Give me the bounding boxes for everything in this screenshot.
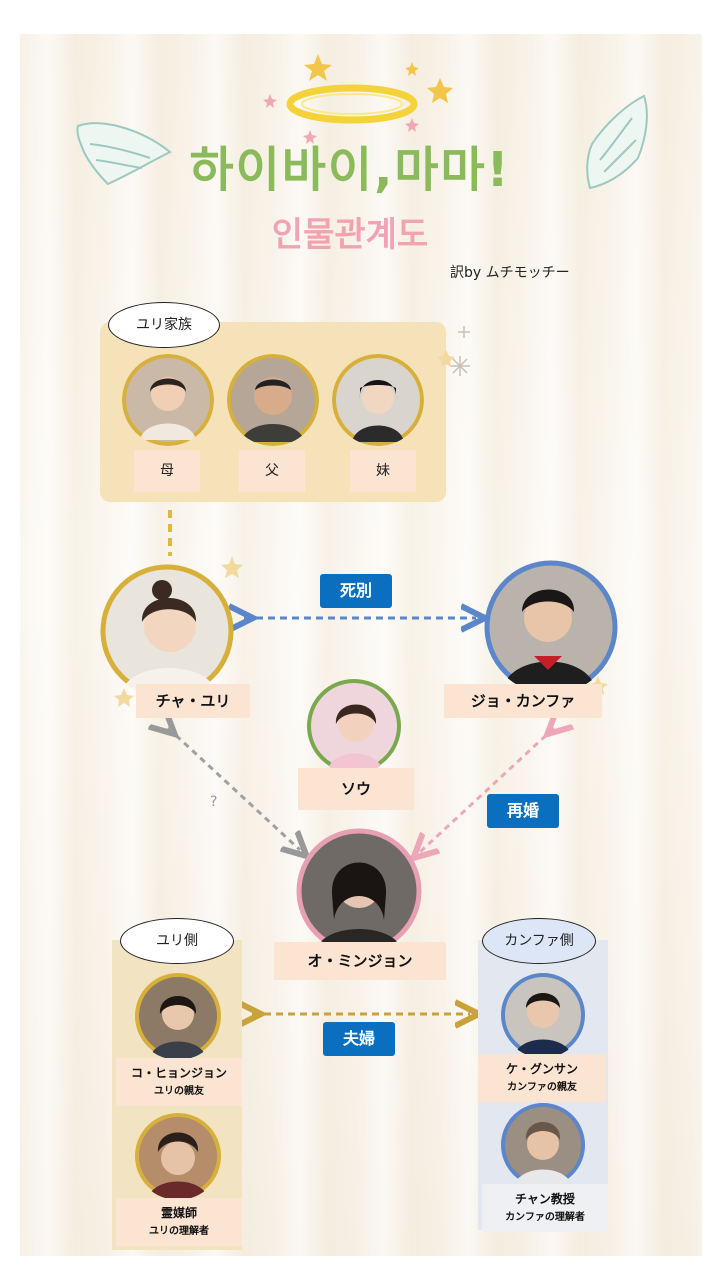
diagram-canvas: 하이바이,마마! 인물관계도 訳by ムチモッチー ユリ家族 母 父 妹 bbox=[20, 34, 702, 1256]
seo-photo bbox=[306, 678, 402, 774]
sister-photo bbox=[332, 354, 424, 446]
sparkle-icons bbox=[438, 326, 470, 376]
question-mark: ? bbox=[210, 794, 218, 810]
jo-kanghwa-name: ジョ・カンファ bbox=[444, 684, 602, 718]
couple-badge: 夫婦 bbox=[323, 1022, 395, 1056]
family-group-label: ユリ家族 bbox=[108, 302, 220, 348]
remarriage-badge: 再婚 bbox=[487, 794, 559, 828]
remarriage-line bbox=[420, 728, 554, 852]
mother-photo bbox=[122, 354, 214, 446]
cha-yuri-photo bbox=[100, 564, 234, 698]
ko-hyunjeong-name-box: コ・ヒョンジョン ユリの親友 bbox=[116, 1058, 242, 1106]
gye-geunsang-photo bbox=[500, 972, 586, 1058]
death-parting-badge: 死別 bbox=[320, 574, 392, 608]
psychic-role: ユリの理解者 bbox=[149, 1226, 209, 1237]
psychic-name-box: 霊媒師 ユリの理解者 bbox=[116, 1198, 242, 1246]
title-sub: 인물관계도 bbox=[272, 215, 428, 255]
ko-hyunjeong-role: ユリの親友 bbox=[154, 1086, 204, 1097]
family-member-mother: 母 bbox=[134, 450, 200, 492]
psychic-photo bbox=[134, 1112, 222, 1200]
professor-jang-name: チャン教授 bbox=[515, 1192, 575, 1206]
left-wing-icon bbox=[76, 122, 172, 186]
question-line bbox=[168, 728, 300, 850]
title-main: 하이바이,마마! bbox=[189, 142, 510, 198]
oh-minjeong-name: オ・ミンジョン bbox=[274, 942, 446, 980]
halo-icon bbox=[286, 84, 418, 124]
yuri-side-label: ユリ側 bbox=[120, 918, 234, 964]
translator-credit: 訳by ムチモッチー bbox=[450, 265, 570, 281]
kanghwa-side-label: カンファ側 bbox=[482, 918, 596, 964]
cha-yuri-name: チャ・ユリ bbox=[136, 684, 250, 718]
professor-jang-role: カンファの理解者 bbox=[505, 1212, 585, 1223]
father-photo bbox=[227, 354, 319, 446]
seo-name: ソウ bbox=[298, 768, 414, 810]
professor-jang-name-box: チャン教授 カンファの理解者 bbox=[482, 1184, 608, 1232]
star-icons bbox=[304, 54, 453, 103]
gye-geunsang-name-box: ケ・グンサン カンファの親友 bbox=[478, 1054, 606, 1102]
jo-kanghwa-photo bbox=[484, 560, 618, 694]
oh-minjeong-photo bbox=[296, 828, 422, 954]
right-wing-icon bbox=[586, 94, 648, 190]
title-artwork: 하이바이,마마! 인물관계도 bbox=[76, 54, 648, 255]
family-member-father: 父 bbox=[239, 450, 305, 492]
ko-hyunjeong-name: コ・ヒョンジョン bbox=[130, 1066, 227, 1080]
professor-jang-photo bbox=[500, 1102, 586, 1188]
family-member-sister: 妹 bbox=[350, 450, 416, 492]
gye-geunsang-name: ケ・グンサン bbox=[505, 1062, 578, 1076]
gye-geunsang-role: カンファの親友 bbox=[507, 1082, 577, 1093]
psychic-name: 霊媒師 bbox=[160, 1206, 197, 1220]
ko-hyunjeong-photo bbox=[134, 972, 222, 1060]
